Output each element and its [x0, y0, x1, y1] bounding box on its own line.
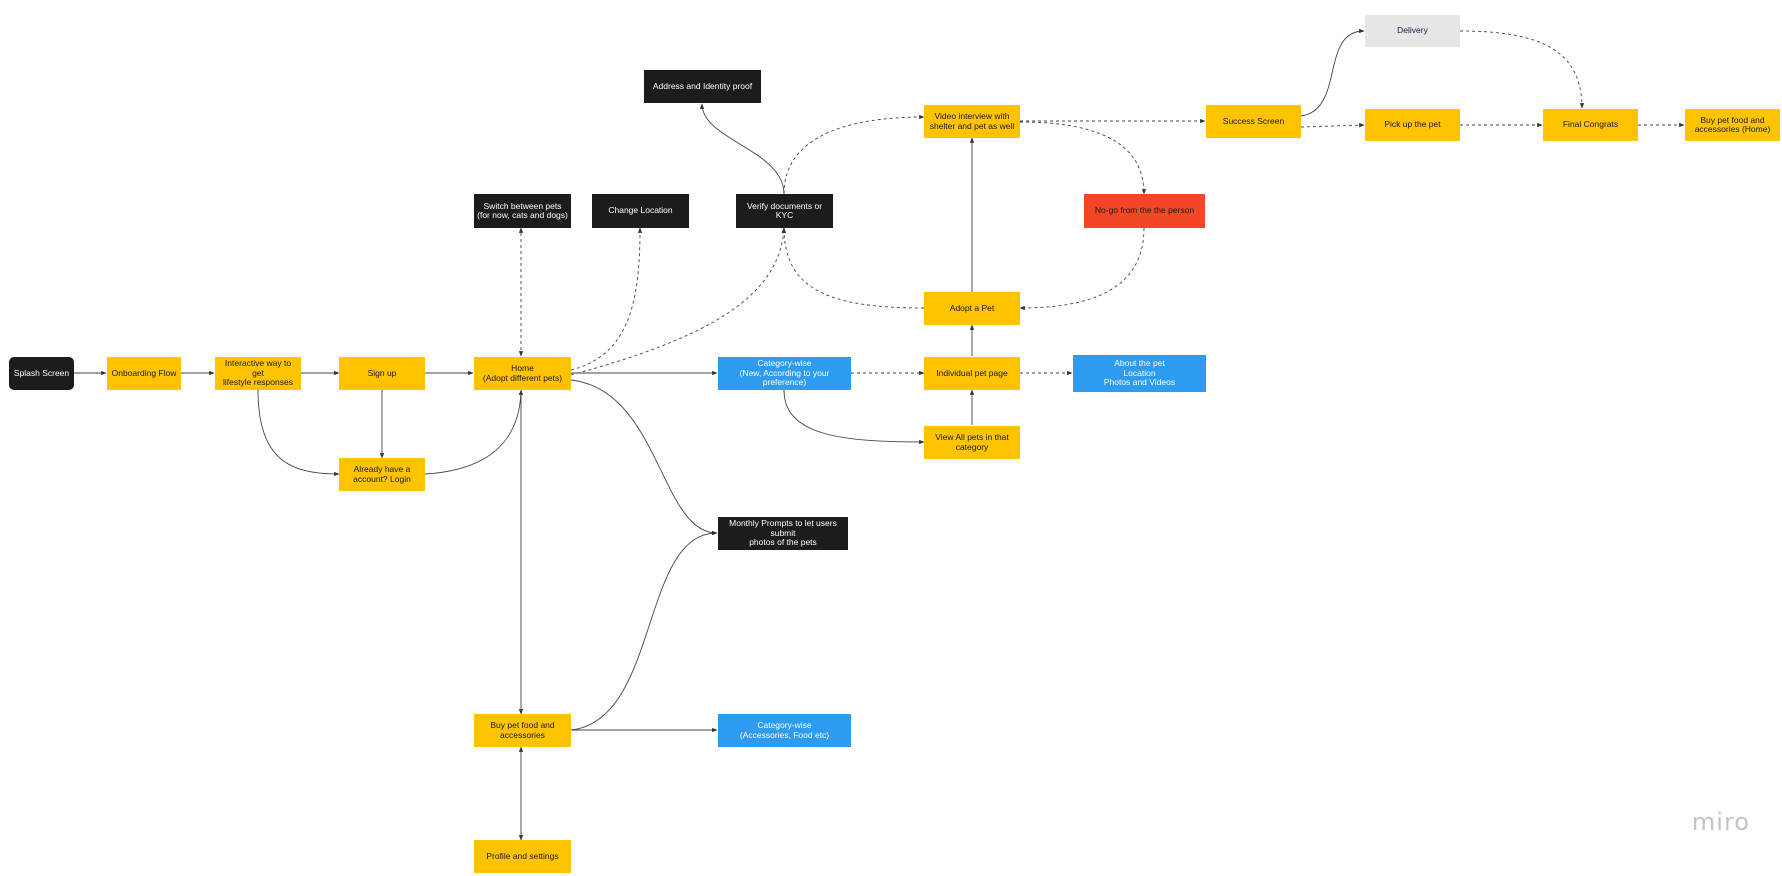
node-interactive-lifestyle[interactable]: Interactive way to get lifestyle respons…	[215, 357, 301, 390]
edge-delivery-final	[1459, 30, 1585, 109]
node-video-interview[interactable]: Video interview with shelter and pet as …	[924, 105, 1020, 138]
edge-video-nogo	[1019, 121, 1147, 195]
node-no-go[interactable]: No-go from the the person	[1084, 194, 1205, 228]
node-category-pets[interactable]: Category-wise (New, According to your pr…	[718, 357, 851, 390]
node-buy-food-home[interactable]: Buy pet food and accessories (Home)	[1685, 109, 1780, 141]
node-change-location[interactable]: Change Location	[592, 194, 689, 228]
node-splash-screen[interactable]: Splash Screen	[9, 357, 74, 390]
edge-login-home	[424, 389, 524, 475]
node-success-screen[interactable]: Success Screen	[1206, 105, 1301, 138]
edge-category-viewall	[783, 389, 925, 445]
edge-home-verify	[570, 227, 786, 376]
edge-success-delivery	[1300, 28, 1365, 117]
edge-verify-address	[699, 103, 785, 195]
node-about-pet[interactable]: About the pet Location Photos and Videos	[1073, 355, 1206, 392]
edge-buyfood-monthly	[570, 530, 718, 731]
node-address-proof[interactable]: Address and Identity proof	[644, 70, 761, 103]
node-adopt-pet[interactable]: Adopt a Pet	[924, 292, 1020, 325]
node-sign-up[interactable]: Sign up	[339, 357, 425, 390]
node-category-accessories[interactable]: Category-wise (Accessories, Food etc)	[718, 714, 851, 747]
node-switch-pets[interactable]: Switch between pets (for now, cats and d…	[474, 194, 571, 228]
edge-interactive-login	[257, 389, 340, 477]
node-view-all-pets[interactable]: View All pets in that category	[924, 426, 1020, 459]
miro-logo: miro	[1691, 808, 1750, 836]
edge-verify-video	[783, 114, 925, 195]
edge-success-pickup	[1300, 122, 1365, 128]
node-verify-documents[interactable]: Verify documents or KYC	[736, 194, 833, 228]
edge-home-monthly	[570, 379, 718, 536]
node-buy-food[interactable]: Buy pet food and accessories	[474, 714, 571, 747]
node-login[interactable]: Already have a account? Login	[339, 458, 425, 491]
node-onboarding-flow[interactable]: Onboarding Flow	[107, 357, 181, 390]
edge-nogo-adopt	[1019, 227, 1145, 311]
node-monthly-prompts[interactable]: Monthly Prompts to let users submit phot…	[718, 517, 848, 550]
node-home[interactable]: Home (Adopt different pets)	[474, 357, 571, 390]
edge-home-location	[570, 227, 643, 371]
node-pick-up[interactable]: Pick up the pet	[1365, 109, 1460, 141]
node-individual-pet[interactable]: Individual pet page	[924, 357, 1020, 390]
node-final-congrats[interactable]: Final Congrats	[1543, 109, 1638, 141]
node-profile-settings[interactable]: Profile and settings	[474, 840, 571, 873]
edge-adopt-verify	[781, 227, 925, 309]
node-delivery[interactable]: Delivery	[1365, 15, 1460, 47]
